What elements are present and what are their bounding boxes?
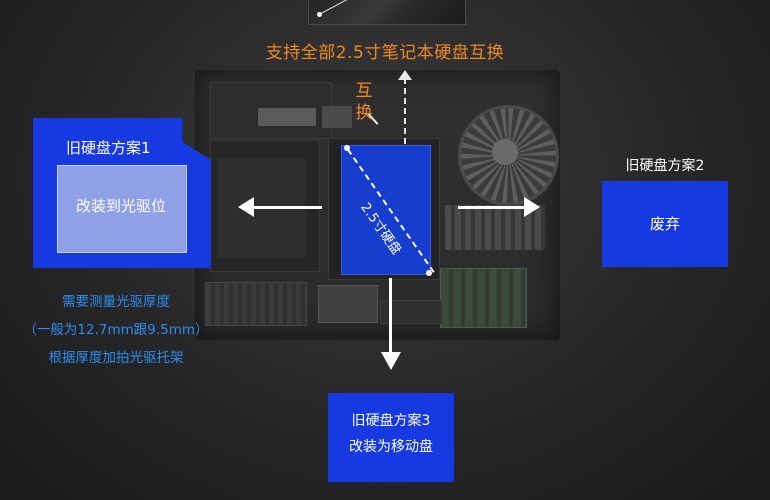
swap-arrow-up-icon xyxy=(398,70,412,80)
swap-label: 互 换 xyxy=(355,81,373,123)
scheme2-panel xyxy=(602,181,728,267)
label-sticker xyxy=(258,108,316,126)
arrow-left-icon xyxy=(238,197,254,217)
scheme1-action: 改装到光驱位 xyxy=(75,197,166,215)
arrow-right-shaft xyxy=(458,206,526,209)
pointer-dot xyxy=(317,12,322,17)
expansion-card xyxy=(318,285,378,323)
scheme2-action: 废弃 xyxy=(649,215,680,233)
arrow-right-icon xyxy=(524,197,540,217)
product-preview xyxy=(308,0,466,25)
scheme1-action-box xyxy=(57,165,187,253)
drive-corner-dot xyxy=(344,145,350,151)
drive-corner-dot xyxy=(426,270,432,276)
label-sticker xyxy=(322,106,352,128)
scheme3-title: 旧硬盘方案3 xyxy=(351,413,431,429)
hdd-2-5-inch xyxy=(342,146,430,274)
scheme1-title: 旧硬盘方案1 xyxy=(66,139,151,157)
arrow-left-shaft xyxy=(252,206,322,209)
scheme1-note-2: （一般为12.7mm跟9.5mm） xyxy=(23,322,209,338)
headline: 支持全部2.5寸笔记本硬盘互换 xyxy=(265,43,505,63)
scheme1-note-1: 需要测量光驱厚度 xyxy=(62,294,170,310)
scheme2-title: 旧硬盘方案2 xyxy=(625,158,705,174)
arrow-down-shaft xyxy=(389,278,392,353)
ram-module xyxy=(440,268,527,328)
swap-dashed-line xyxy=(404,78,406,144)
fan-hub xyxy=(492,139,518,165)
scheme1-note-3: 根据厚度加拍光驱托架 xyxy=(48,350,184,366)
arrow-down-icon xyxy=(381,352,401,370)
wifi-card xyxy=(205,282,307,326)
scheme3-action: 改装为移动盘 xyxy=(349,439,433,455)
scheme3-panel xyxy=(328,393,454,482)
pointer-line xyxy=(318,0,355,15)
